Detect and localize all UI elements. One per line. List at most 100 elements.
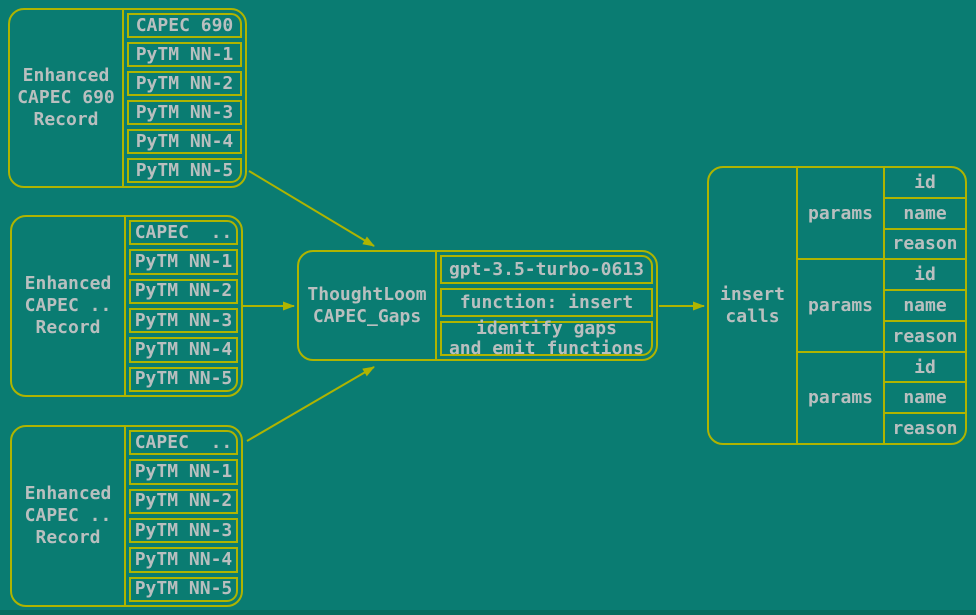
record-row: PyTM NN-3 [127,100,242,125]
record-row: PyTM NN-2 [129,488,238,514]
record-row: PyTM NN-5 [127,158,242,183]
output-label: insert calls [709,168,798,443]
bottom-edge-strip [0,610,976,615]
params-field-text: name [903,295,947,316]
params-field-text: reason [892,325,958,347]
edge-record1-to-processor [248,170,375,247]
thoughtloom-capec-gaps-node: ThoughtLoom CAPEC_Gaps gpt-3.5-turbo-061… [297,250,658,361]
record-row-text: CAPEC .. [134,221,233,243]
record-label-line: CAPEC .. [24,505,112,527]
record-row: CAPEC .. [129,220,238,246]
params-field-text: reason [892,418,958,440]
record-label-line: CAPEC 690 [17,87,115,109]
record-row-text: PyTM NN-3 [135,101,234,123]
record-row: PyTM NN-5 [129,576,238,602]
record-label-line: Enhanced [24,483,112,505]
processor-function-cell: function: insert [440,288,653,317]
edge-record3-to-processor [246,366,375,442]
processor-model-cell: gpt-3.5-turbo-0613 [440,255,653,284]
params-field: id [885,168,965,197]
params-fields: id name reason [885,168,965,258]
record-row: PyTM NN-1 [127,42,242,67]
params-field: id [885,260,965,289]
record-row-text: PyTM NN-1 [135,43,234,65]
processor-model-text: gpt-3.5-turbo-0613 [448,258,645,280]
params-field-text: reason [892,233,958,255]
record-row-text: PyTM NN-3 [134,519,233,541]
params-label-text: params [807,387,874,409]
params-field: name [885,289,965,320]
record-node-capec-2: Enhanced CAPEC .. Record CAPEC .. PyTM N… [10,215,243,397]
record-label: Enhanced CAPEC .. Record [12,427,126,605]
params-label-text: params [807,202,874,224]
params-group: params id name reason [798,258,965,351]
record-node-capec-3: Enhanced CAPEC .. Record CAPEC .. PyTM N… [10,425,243,607]
params-group-label: params [798,168,885,259]
params-group-label: params [798,260,885,351]
params-field: reason [885,227,965,259]
record-label: Enhanced CAPEC .. Record [12,217,126,395]
params-field-text: name [903,202,947,224]
params-group: params id name reason [798,350,965,443]
record-row: PyTM NN-1 [129,459,238,485]
params-field: name [885,196,965,228]
record-label-line: Record [35,526,101,548]
params-group-label: params [798,352,885,443]
record-row: PyTM NN-3 [129,307,238,334]
record-label: Enhanced CAPEC 690 Record [10,10,124,186]
insert-calls-node: insert calls params id name reason param… [707,166,967,445]
record-row: CAPEC 690 [127,13,242,38]
record-row: PyTM NN-2 [127,71,242,96]
params-group: params id name reason [798,168,965,259]
record-row-text: PyTM NN-2 [134,490,233,512]
record-row-text: CAPEC .. [134,431,233,453]
record-row-text: PyTM NN-4 [134,549,233,571]
params-fields: id name reason [885,353,965,443]
record-label-line: CAPEC .. [24,295,112,317]
record-row-text: PyTM NN-4 [135,130,234,152]
params-field: name [885,381,965,412]
record-label-line: Record [33,108,99,130]
params-fields: id name reason [885,260,965,350]
record-rows: CAPEC 690 PyTM NN-1 PyTM NN-2 PyTM NN-3 … [124,10,245,186]
output-label-line: insert [719,283,786,305]
record-row-text: PyTM NN-2 [135,72,234,94]
record-row-text: PyTM NN-5 [135,159,234,181]
processor-label-line: CAPEC_Gaps [312,305,422,327]
params-field: reason [885,319,965,351]
params-field: id [885,353,965,382]
record-row: PyTM NN-4 [127,129,242,154]
record-row-text: PyTM NN-1 [134,461,233,483]
record-row-text: CAPEC 690 [135,14,234,36]
params-label-text: params [807,294,874,316]
processor-function-text: function: insert [459,291,634,313]
record-row: PyTM NN-4 [129,337,238,363]
record-row: PyTM NN-5 [129,366,238,392]
processor-description-line: identify gaps [476,317,617,339]
record-node-capec-690: Enhanced CAPEC 690 Record CAPEC 690 PyTM… [8,8,247,188]
record-row-text: PyTM NN-4 [134,339,233,361]
processor-description-cell: identify gaps and emit functions [440,317,653,358]
params-field: reason [885,412,965,443]
params-field-text: id [914,171,936,193]
record-row-text: PyTM NN-2 [134,280,233,302]
record-rows: CAPEC .. PyTM NN-1 PyTM NN-2 PyTM NN-3 P… [126,217,241,395]
record-row-text: PyTM NN-1 [134,251,233,273]
output-label-line: calls [725,305,780,327]
record-row-text: PyTM NN-5 [134,368,233,390]
record-row-text: PyTM NN-5 [134,578,233,600]
record-row: PyTM NN-3 [129,517,238,544]
record-label-line: Enhanced [24,273,112,295]
record-row: PyTM NN-2 [129,278,238,304]
params-field-text: id [914,264,936,286]
record-label-line: Record [35,316,101,338]
output-groups: params id name reason params id name rea… [798,168,965,443]
processor-label: ThoughtLoom CAPEC_Gaps [299,252,437,359]
params-field-text: name [903,387,947,409]
record-row: PyTM NN-4 [129,547,238,573]
record-row-text: PyTM NN-3 [134,309,233,331]
processor-label-line: ThoughtLoom [307,283,427,305]
processor-rows: gpt-3.5-turbo-0613 function: insert iden… [437,252,656,359]
record-label-line: Enhanced [22,65,110,87]
